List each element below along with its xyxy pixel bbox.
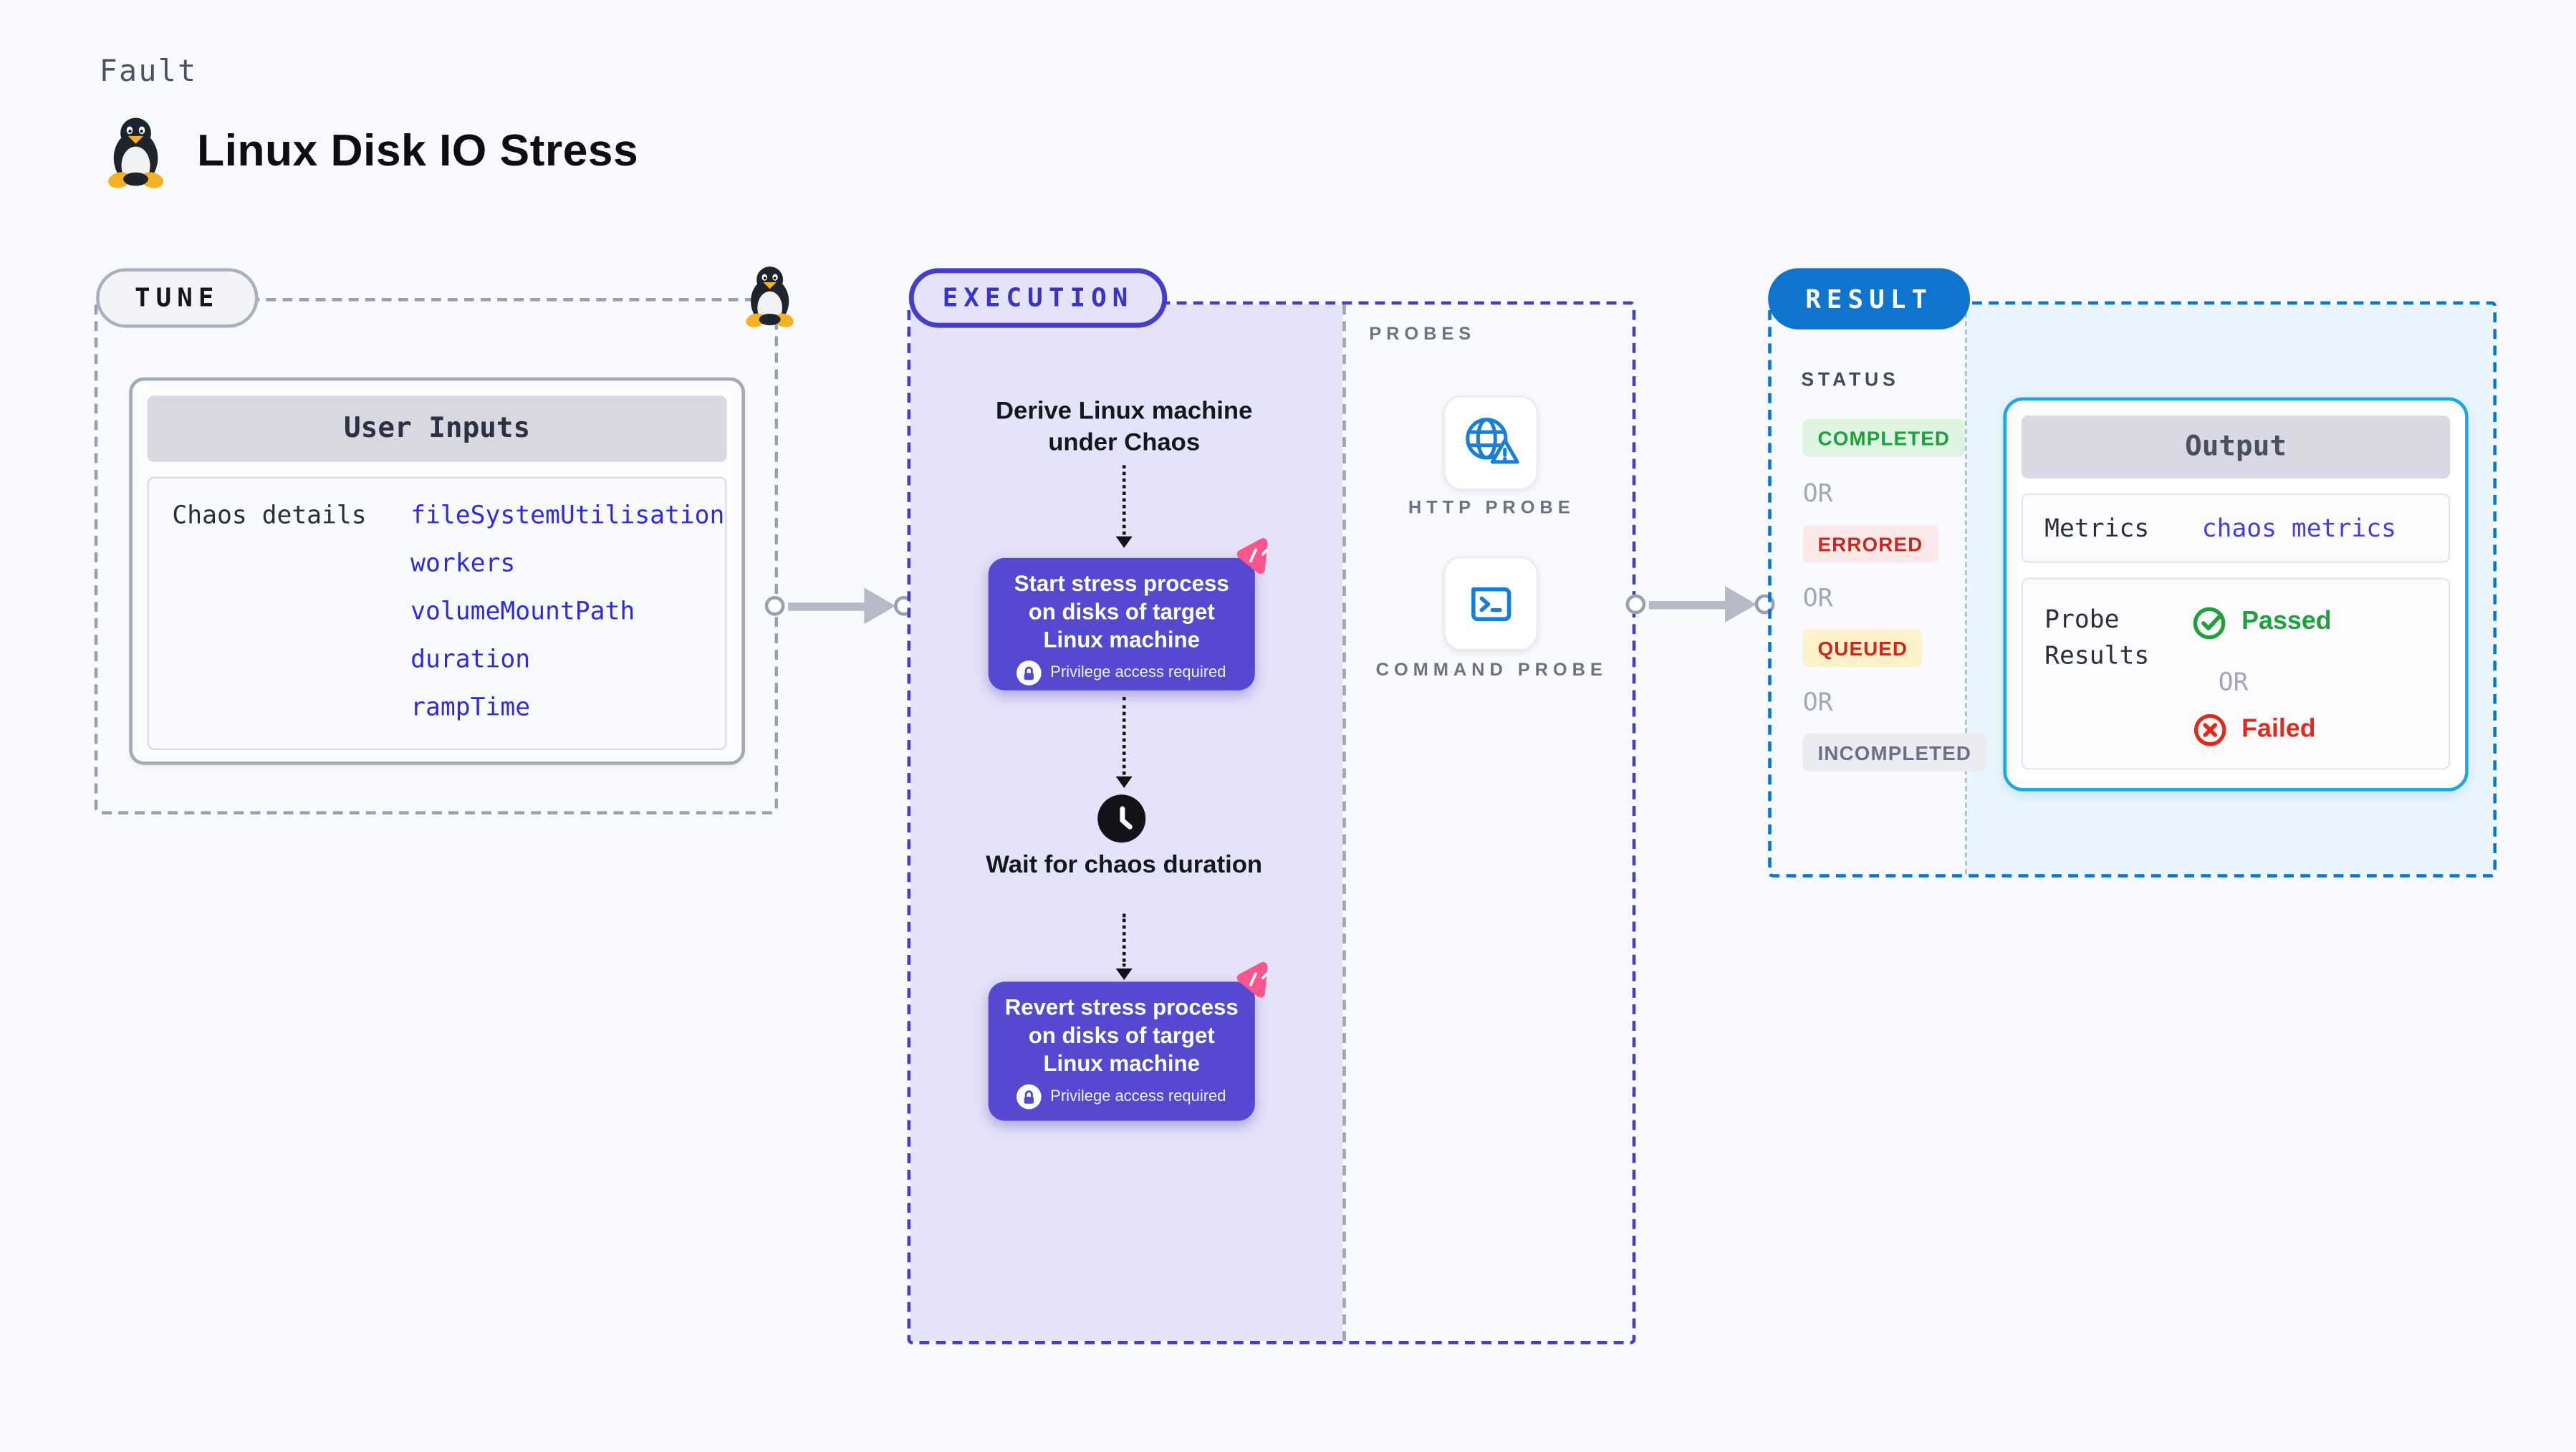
connector-node-icon: [1625, 594, 1646, 615]
probes-divider: [1342, 304, 1346, 1341]
or-label: OR: [1802, 582, 1833, 613]
tux-penguin-icon: [107, 117, 164, 188]
flow-connector: [1121, 913, 1125, 967]
passed-label: Passed: [2241, 607, 2332, 636]
connector-node-icon: [764, 595, 785, 616]
result-section-pill: RESULT: [1768, 268, 1971, 330]
wait-step-text: Wait for chaos duration: [986, 850, 1263, 880]
check-circle-icon: [2193, 607, 2226, 640]
tux-penguin-small-icon: [746, 266, 794, 327]
fault-kicker: Fault: [99, 54, 198, 90]
flow-arrowhead-icon: [1115, 536, 1133, 548]
status-badge-queued: QUEUED: [1802, 629, 1923, 668]
probe-results-label: Probe Results: [2044, 604, 2150, 670]
chaos-details-label: Chaos details: [172, 499, 367, 530]
tune-section-box: [94, 297, 779, 815]
connector-arrowhead-icon: [864, 587, 896, 625]
user-inputs-header: User Inputs: [147, 395, 727, 462]
metrics-value: chaos metrics: [2201, 513, 2397, 544]
chaos-value: rampTime: [410, 692, 531, 722]
status-badge-completed: COMPLETED: [1802, 418, 1965, 457]
metrics-label: Metrics: [2044, 513, 2150, 544]
revert-stress-text: Revert stress process on disks of target…: [1004, 994, 1239, 1077]
privilege-row: Privilege access required: [999, 660, 1245, 686]
status-badge-incompleted: INCOMPLETED: [1802, 733, 1986, 771]
execution-section-box: [907, 301, 1636, 1345]
terminal-icon: [1470, 586, 1511, 620]
status-badge-errored: ERRORED: [1802, 524, 1938, 563]
flow-arrowhead-icon: [1115, 776, 1133, 789]
probes-label: PROBES: [1369, 324, 1476, 345]
revert-stress-card: Revert stress process on disks of target…: [988, 961, 1268, 1121]
chaos-value: fileSystemUtilisation: [410, 499, 725, 530]
or-label: OR: [2218, 667, 2249, 697]
failed-row: Failed: [2192, 712, 2316, 749]
globe-alert-icon: [1465, 417, 1519, 463]
connector-execution-result: [1648, 600, 1729, 610]
tune-section-pill: TUNE: [96, 268, 259, 328]
start-stress-card: Start stress process on disks of target …: [988, 538, 1268, 691]
chaos-value: duration: [410, 643, 531, 674]
wait-clock-icon: [1097, 794, 1146, 843]
status-label: STATUS: [1801, 370, 1900, 391]
output-header: Output: [2021, 415, 2451, 479]
chaos-value: volumeMountPath: [410, 595, 635, 626]
execution-section-pill: EXECUTION: [908, 268, 1168, 328]
chaos-details-values: fileSystemUtilisation workers volumeMoun…: [410, 500, 724, 740]
connector-arrowhead-icon: [1725, 586, 1757, 622]
or-label: OR: [1802, 687, 1833, 717]
result-section-box: [1768, 301, 2497, 878]
or-label: OR: [1802, 478, 1833, 509]
passed-row: Passed: [2192, 605, 2332, 641]
connector-tune-execution: [788, 602, 868, 611]
chaos-badge-icon: [1236, 538, 1268, 574]
start-stress-text: Start stress process on disks of target …: [1014, 571, 1229, 653]
http-probe-card: [1443, 395, 1538, 491]
flow-connector: [1121, 465, 1125, 535]
lock-icon: [1017, 1084, 1042, 1110]
lock-icon: [1017, 660, 1042, 686]
command-probe-label: COMMAND PROBE: [1375, 660, 1607, 681]
flow-arrowhead-icon: [1115, 968, 1133, 981]
privilege-note: Privilege access required: [1050, 663, 1226, 683]
user-inputs-body: Chaos details fileSystemUtilisation work…: [147, 476, 727, 750]
derive-step-text: Derive Linux machine under Chaos: [996, 397, 1253, 457]
output-card: Output Metrics chaos metrics Probe Resul…: [2003, 397, 2469, 792]
chaos-badge-icon: [1236, 961, 1268, 998]
chaos-value: workers: [410, 547, 516, 578]
flow-connector: [1121, 696, 1125, 775]
probe-results-row: Probe Results Passed OR Failed: [2021, 577, 2451, 770]
privilege-note: Privilege access required: [1050, 1087, 1226, 1106]
command-probe-card: [1443, 556, 1538, 651]
page-title: Linux Disk IO Stress: [197, 125, 639, 176]
user-inputs-card: User Inputs Chaos details fileSystemUtil…: [129, 377, 745, 765]
metrics-row: Metrics chaos metrics: [2021, 493, 2451, 563]
privilege-row: Privilege access required: [999, 1084, 1245, 1110]
failed-label: Failed: [2241, 715, 2316, 744]
http-probe-label: HTTP PROBE: [1408, 498, 1575, 519]
result-divider: [1964, 304, 1966, 875]
x-circle-icon: [2193, 713, 2226, 746]
